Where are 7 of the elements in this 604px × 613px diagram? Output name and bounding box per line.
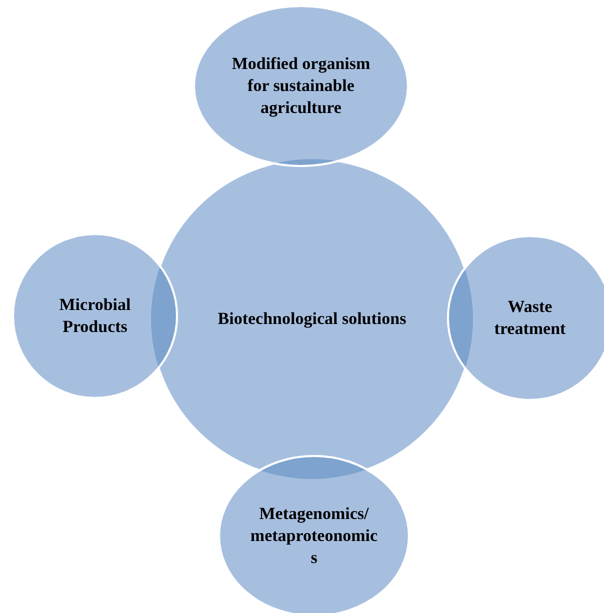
node-label: Microbial Products [58,294,132,338]
node-label: Modified organism for sustainable agriculture [231,53,371,119]
node-label: Waste treatment [493,296,567,340]
node-label: Biotechnological solutions [216,308,408,330]
topic-circle [217,454,411,613]
node-label: Metagenomics/ metaproteonomics [249,503,379,569]
topic-circle [446,234,604,402]
